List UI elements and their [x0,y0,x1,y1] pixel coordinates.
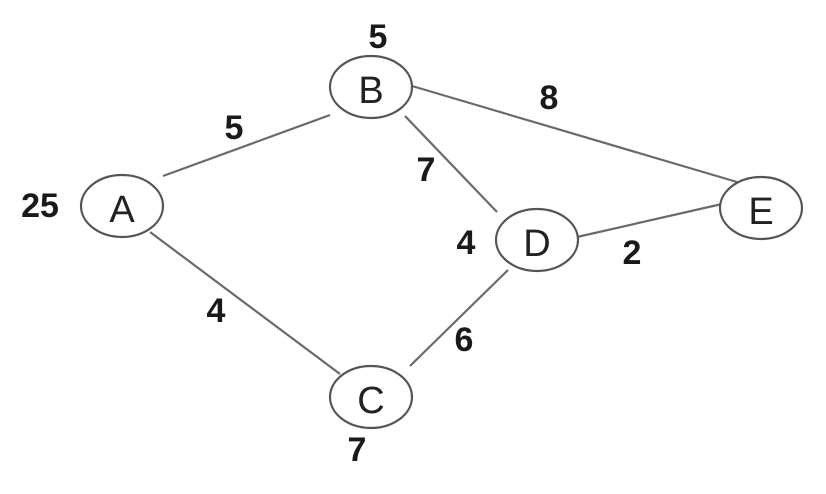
node-e-circle [718,175,804,241]
edge-d-e [576,202,723,239]
node-d-value: 4 [457,224,476,262]
edge-b-e [411,84,738,184]
node-a-label: A [109,189,135,231]
edge-a-b-weight: 5 [225,109,244,147]
node-c-label: C [357,380,384,422]
edge-a-c-weight: 4 [207,292,226,330]
edge-a-c [149,231,341,375]
node-d-label: D [523,223,550,265]
edge-d-e-weight: 2 [623,234,642,272]
node-a-circle [79,173,165,239]
node-d-circle [494,207,580,273]
edge-c-d-weight: 6 [455,321,474,359]
node-d: D [494,207,580,273]
edge-b-d-weight: 7 [417,151,436,189]
node-c-circle [328,364,414,430]
edge-a-b [162,113,331,178]
node-c-value: 7 [348,431,367,469]
node-b: B [328,54,414,120]
node-a: A [79,173,165,239]
node-e: E [718,175,804,241]
node-a-value: 25 [21,187,59,225]
node-e-label: E [748,191,773,233]
edge-c-d [409,269,509,367]
edge-b-d [404,115,498,213]
edge-b-e-weight: 8 [540,79,559,117]
node-b-label: B [358,70,383,112]
node-b-circle [328,54,414,120]
node-c: C [328,364,414,430]
node-b-value: 5 [369,18,388,56]
